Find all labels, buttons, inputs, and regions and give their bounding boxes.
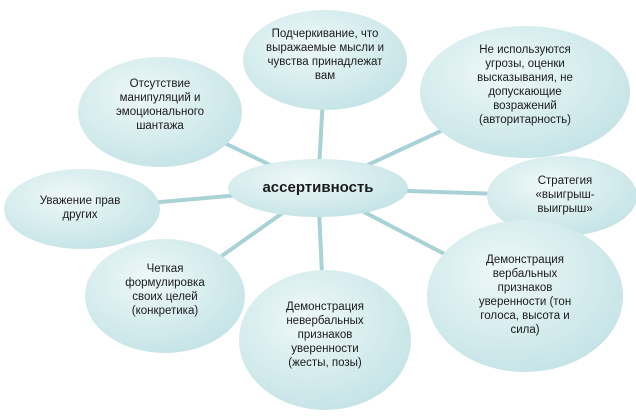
node-nonverbal-confidence: Демонстрация невербальных признаков увер… [286, 301, 364, 369]
ellipse-win-win [487, 156, 636, 236]
node-ownership-of-feelings: Подчеркивание, что выражаемые мысли и чу… [265, 28, 385, 82]
ellipse-no-manipulation [78, 57, 242, 167]
ellipse-respect [4, 169, 160, 249]
center-node-label: ассертивность [262, 179, 374, 196]
ellipse-clear-goals [85, 239, 245, 353]
node-no-threats: Не используются угрозы, оценки высказыва… [477, 44, 573, 126]
ellipse-center [228, 159, 408, 217]
node-verbal-confidence: Демонстрация вербальных признаков уверен… [478, 254, 572, 336]
node-no-manipulation: Отсутствие манипуляций и эмоционального … [115, 78, 205, 132]
node-respect-rights: Уважение прав других [39, 194, 121, 221]
ellipse-verbal [427, 220, 623, 372]
ellipse-ownership [243, 10, 407, 110]
node-clear-goals: Четкая формулировка своих целей (конкрет… [125, 263, 205, 317]
node-win-win: Стратегия «выигрыш- выигрыш» [535, 175, 595, 215]
ellipse-no-threats [420, 26, 630, 158]
ellipse-nonverbal [239, 270, 411, 410]
